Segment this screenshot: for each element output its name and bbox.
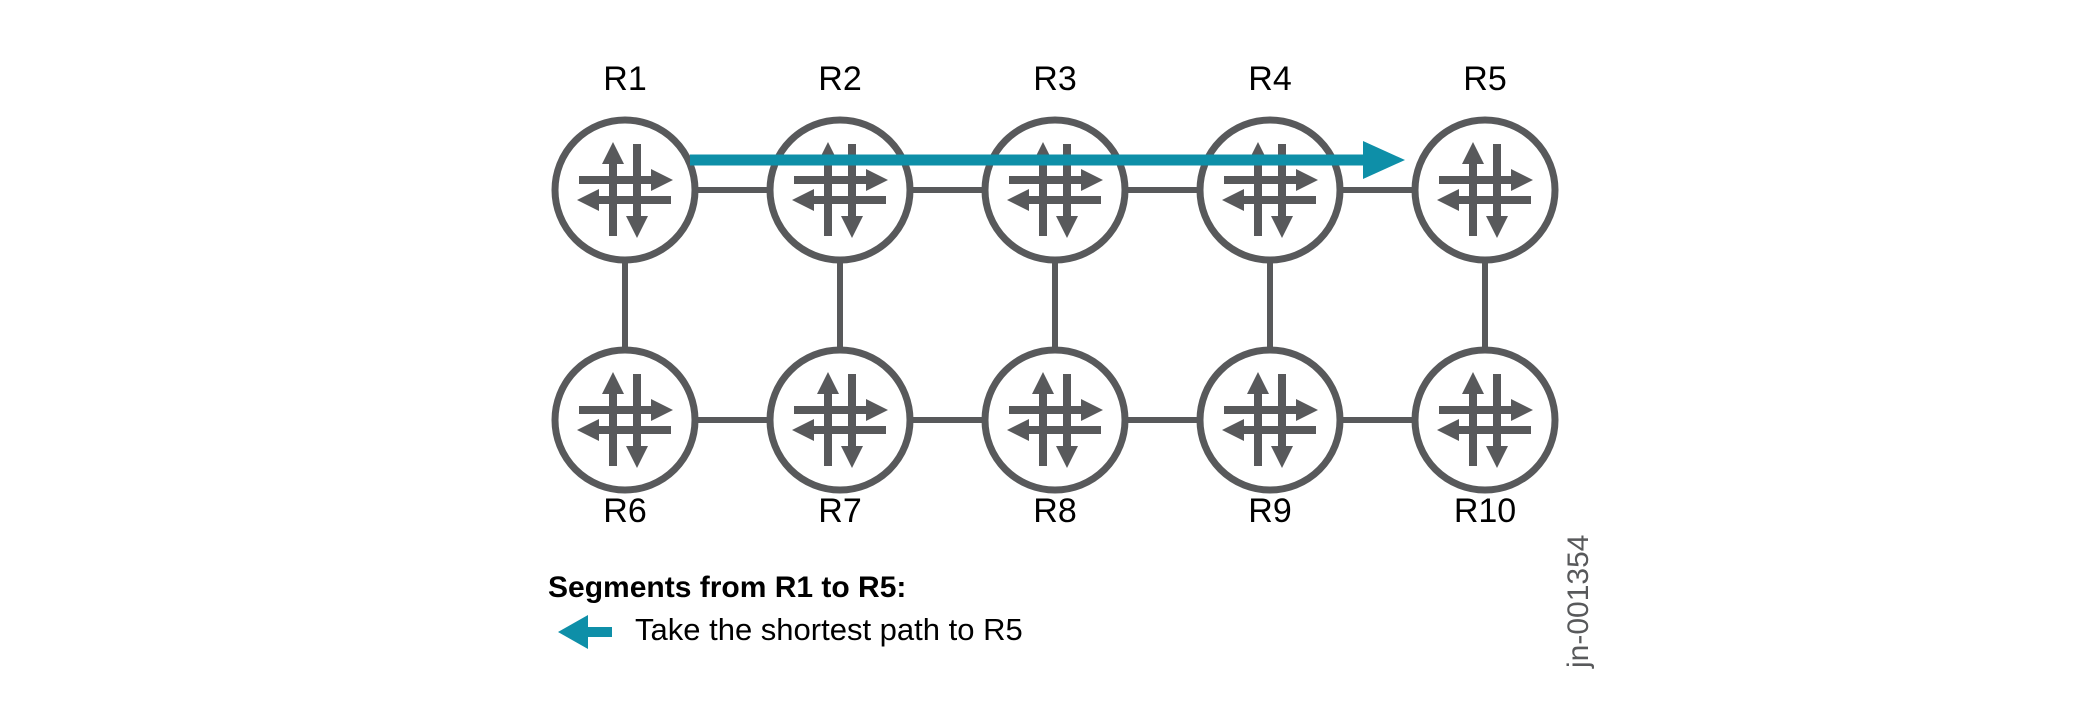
router-label-r1: R1	[603, 60, 646, 98]
router-node-r4[interactable]	[1196, 116, 1344, 264]
highlight-path-arrowhead	[1363, 141, 1405, 179]
legend-entry-shortest-path: Take the shortest path to R5	[558, 612, 1023, 649]
router-circle	[551, 116, 699, 264]
router-node-r5[interactable]	[1411, 116, 1559, 264]
highlight-path-r1-to-r5	[690, 141, 1405, 179]
router-node-r10[interactable]	[1411, 346, 1559, 494]
router-circle	[766, 116, 914, 264]
router-label-r5: R5	[1463, 60, 1506, 98]
router-circle	[981, 346, 1129, 494]
legend-title: Segments from R1 to R5:	[548, 571, 906, 604]
router-circle	[1196, 346, 1344, 494]
watermark-id: jn-001354	[1562, 535, 1595, 669]
left-arrow-icon	[558, 615, 612, 649]
router-label-r3: R3	[1033, 60, 1076, 98]
router-label-r4: R4	[1248, 60, 1291, 98]
router-label-r9: R9	[1248, 492, 1291, 530]
watermark: jn-001354	[1562, 535, 1595, 669]
highlight-path-layer	[690, 141, 1405, 179]
legend: Segments from R1 to R5: Take the shortes…	[548, 571, 1023, 649]
router-label-r10: R10	[1454, 492, 1516, 530]
links-layer	[622, 187, 1488, 423]
router-node-r2[interactable]	[766, 116, 914, 264]
router-node-r6[interactable]	[551, 346, 699, 494]
router-label-r2: R2	[818, 60, 861, 98]
router-label-r6: R6	[603, 492, 646, 530]
router-label-r7: R7	[818, 492, 861, 530]
router-circle	[1196, 116, 1344, 264]
router-circle	[766, 346, 914, 494]
router-circle	[1411, 346, 1559, 494]
router-label-r8: R8	[1033, 492, 1076, 530]
router-node-r1[interactable]	[551, 116, 699, 264]
router-node-r7[interactable]	[766, 346, 914, 494]
legend-arrow-head	[558, 615, 588, 649]
router-circle	[981, 116, 1129, 264]
router-node-r8[interactable]	[981, 346, 1129, 494]
router-node-r3[interactable]	[981, 116, 1129, 264]
router-node-r9[interactable]	[1196, 346, 1344, 494]
router-circle	[551, 346, 699, 494]
router-circle	[1411, 116, 1559, 264]
legend-entry-label: Take the shortest path to R5	[635, 612, 1023, 647]
